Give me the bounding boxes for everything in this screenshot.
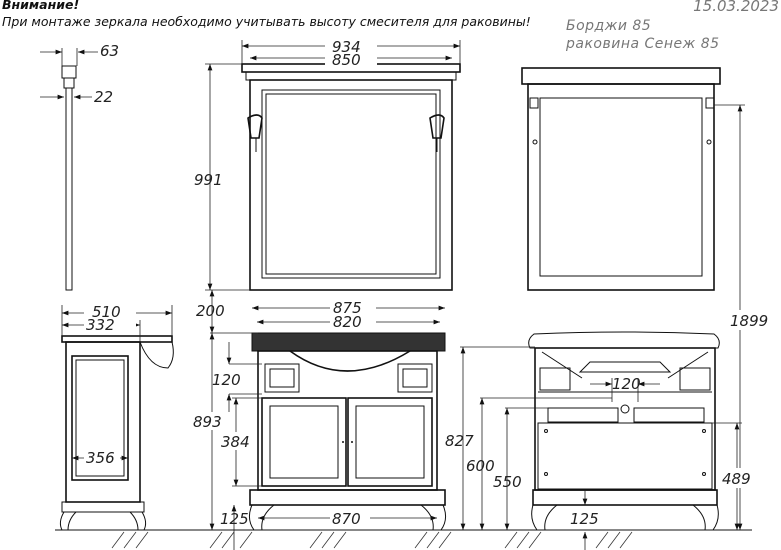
dim-side-door-width: 356	[86, 449, 115, 467]
dim-back-leg-height: 125	[570, 510, 599, 528]
sconce-right-icon	[429, 114, 445, 152]
drawing-date: 15.03.2023	[693, 0, 779, 15]
vanity-side-view: 510 332 356	[59, 300, 174, 531]
vanity-front-view: 875 820 200 893 120 384 125 870	[193, 290, 447, 550]
warning-text: При монтаже зеркала необходимо учитывать…	[2, 14, 531, 29]
vanity-back-view: 827 600 550 120 489 125	[445, 331, 756, 550]
dim-drawer-height: 120	[212, 371, 241, 389]
dim-top-width: 875	[333, 299, 362, 317]
floor-line	[55, 529, 752, 549]
sconce-left-icon	[247, 114, 263, 152]
mirror-side-view: 63 22	[40, 42, 119, 291]
dim-mirror-width-inner: 850	[332, 51, 361, 69]
dim-mirror-height: 991	[194, 171, 223, 189]
dim-side-depth-body: 332	[86, 316, 115, 334]
dim-side-depth-total: 510	[92, 303, 121, 321]
dim-back-height-827: 827	[445, 432, 474, 450]
mirror-front-view: 934 850 991	[194, 38, 461, 291]
dim-back-height-550: 550	[493, 473, 522, 491]
dim-mirror-width-outer: 934	[332, 38, 361, 56]
dim-base-width: 870	[332, 510, 361, 528]
warning-title: Внимание!	[2, 0, 80, 12]
mirror-back-view: 1899	[521, 67, 778, 530]
dim-back-panel-height: 489	[722, 470, 751, 488]
dim-inner-width: 820	[333, 313, 362, 331]
dim-leg-height: 125	[220, 510, 249, 528]
dim-mirror-top-height: 1899	[730, 312, 768, 330]
model-name: Борджи 85	[566, 18, 652, 34]
sink-name: раковина Сенеж 85	[566, 36, 720, 52]
dim-mirror-depth-top: 63	[100, 42, 119, 60]
dim-gap-to-mirror: 200	[196, 302, 225, 320]
dim-faucet-spacing: 120	[612, 375, 641, 393]
dim-mirror-depth: 22	[94, 88, 113, 106]
dim-door-height: 384	[221, 433, 250, 451]
dim-total-height: 893	[193, 413, 222, 431]
dim-back-height-600: 600	[466, 457, 495, 475]
